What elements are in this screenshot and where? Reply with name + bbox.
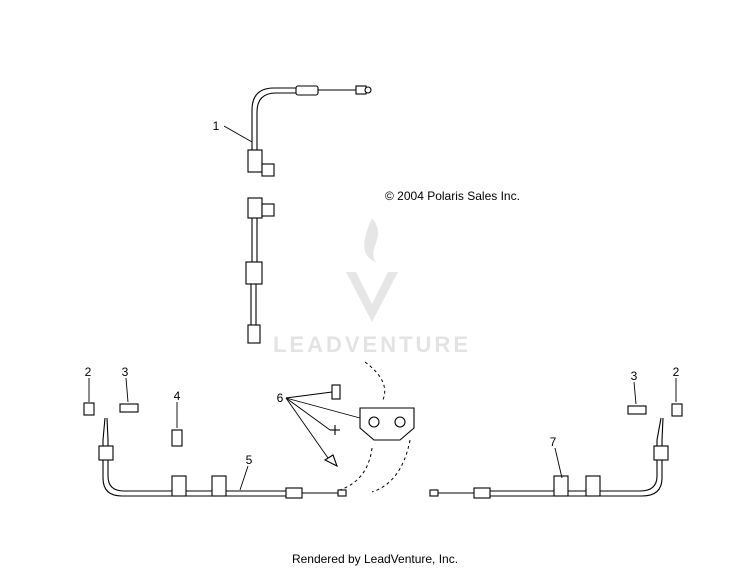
watermark-logo: LEADVENTURE [273, 218, 471, 357]
callout-7: 7 [550, 435, 557, 449]
footer-credit: Rendered by LeadVenture, Inc. [292, 552, 458, 566]
callout-6: 6 [277, 391, 284, 405]
bracket-assembly-6 [323, 384, 415, 468]
callout-2-left: 2 [85, 365, 92, 379]
callout-1: 1 [213, 119, 220, 133]
hardware-right [627, 403, 683, 417]
callout-4: 4 [174, 389, 181, 403]
hardware-left [83, 402, 183, 447]
callout-3-right: 3 [631, 369, 638, 383]
cable-assembly-5 [98, 417, 347, 499]
callout-2-right: 2 [673, 365, 680, 379]
leader-lines [88, 125, 677, 491]
nut-part-2-right [671, 403, 683, 417]
callout-3-left: 3 [122, 365, 129, 379]
connection-arcs [339, 361, 411, 493]
copyright-text: © 2004 Polaris Sales Inc. [385, 189, 520, 203]
bolt-part-3-left [119, 403, 139, 413]
bolt-part-4 [171, 429, 183, 447]
cable-assembly-1 [245, 85, 372, 344]
nut-part-2-left [83, 402, 95, 416]
cable-assembly-7 [429, 417, 669, 499]
callout-5: 5 [246, 453, 253, 467]
watermark-text: LEADVENTURE [273, 332, 471, 357]
bolt-part-3-right [627, 405, 647, 415]
flame-v-logo-icon [346, 218, 398, 322]
